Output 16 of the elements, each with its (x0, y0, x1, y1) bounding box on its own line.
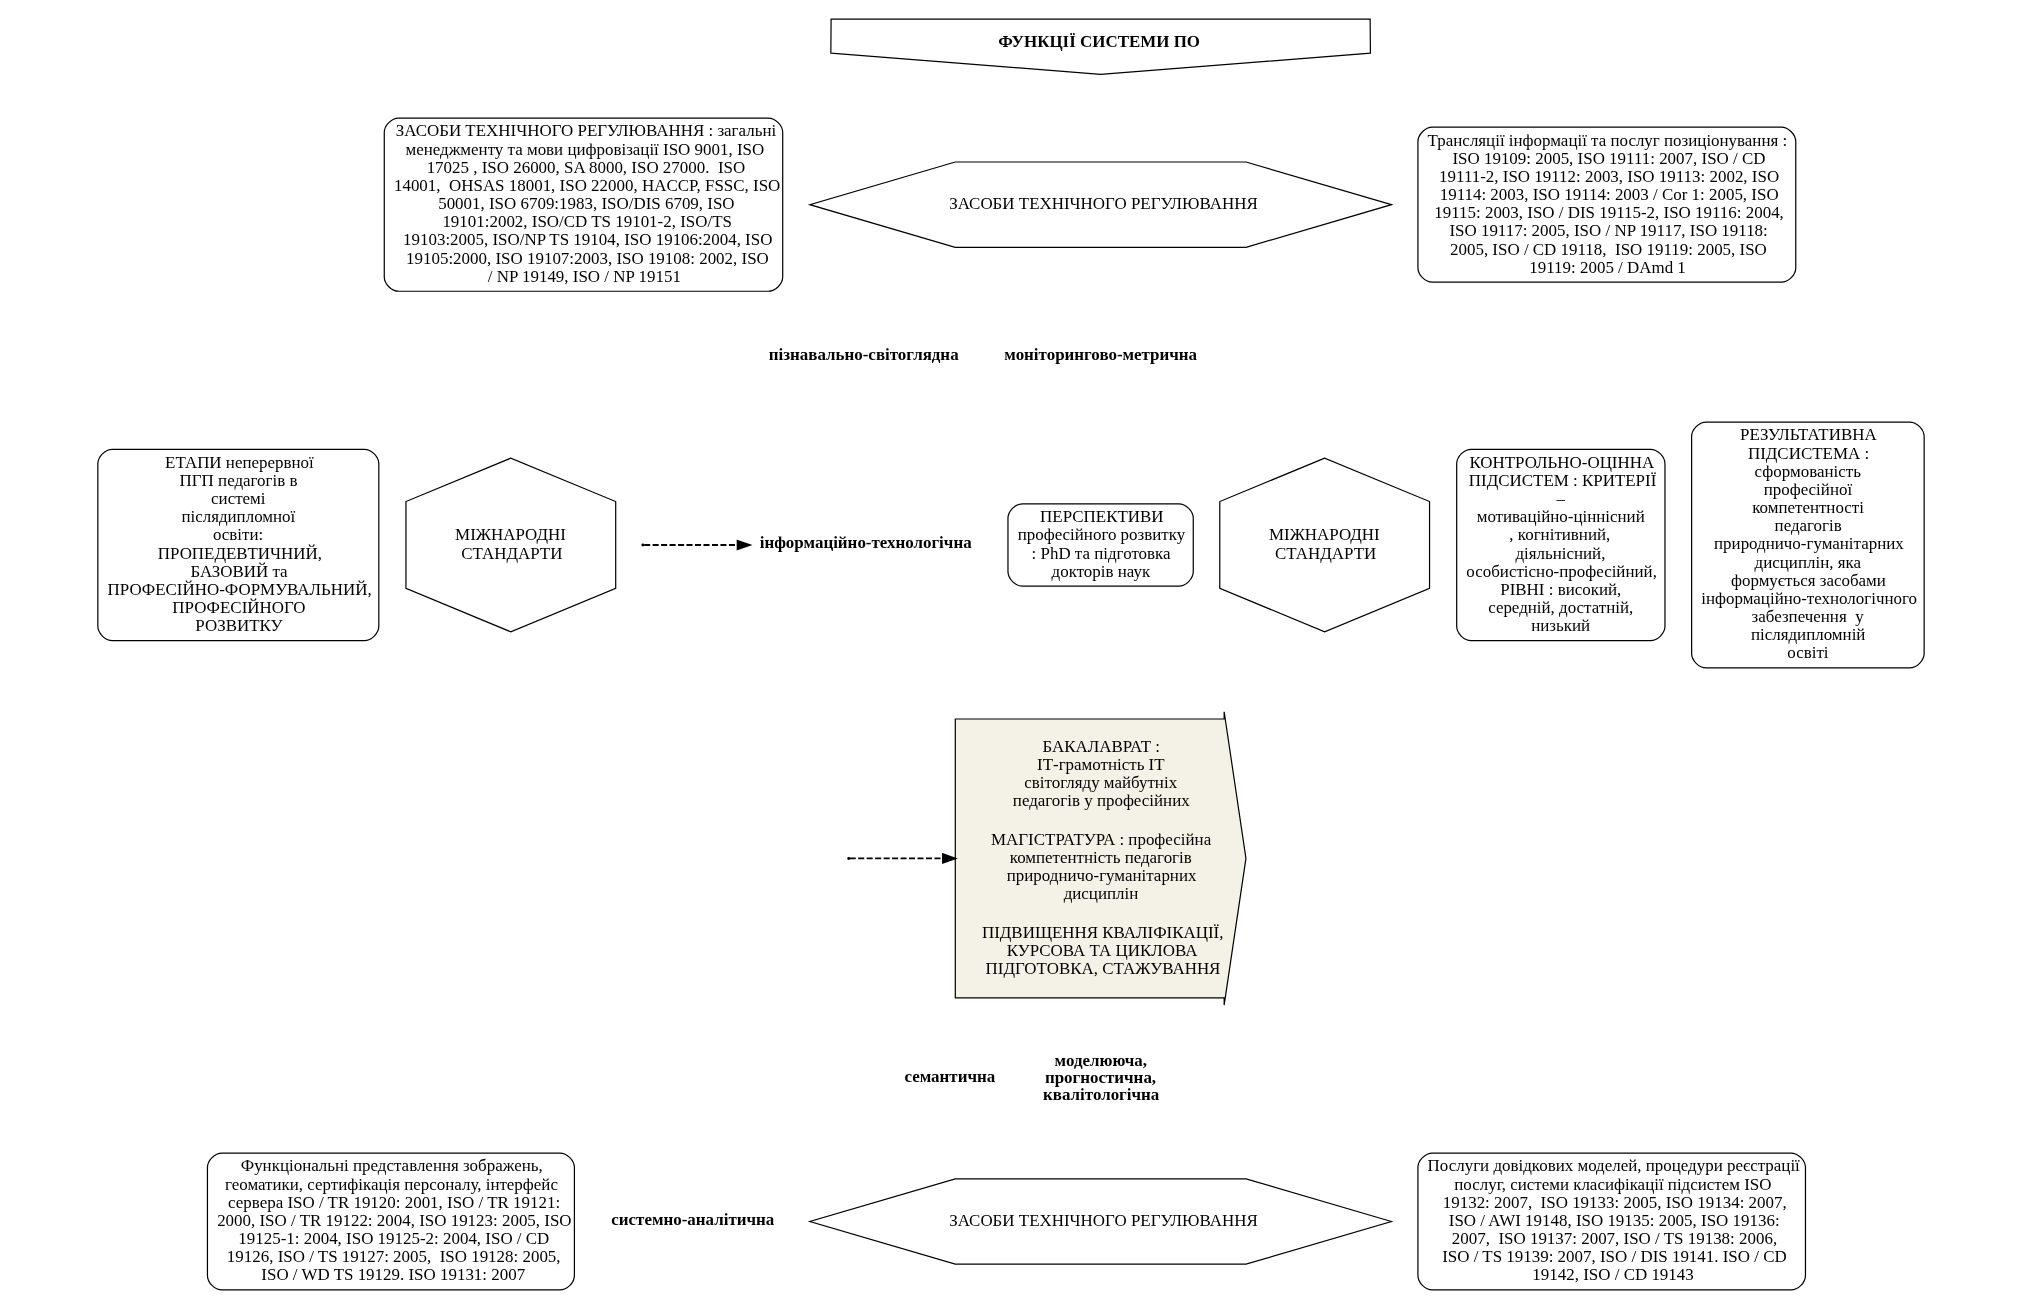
node-box: ПЕРСПЕКТИВИ професійного розвитку : PhD та підготовка докторів наук (1007, 503, 1194, 587)
node-box: ЕТАПИ неперервної ПГП педагогів в системі післядипломної освіти: ПРОПЕДЕВТИЧНИЙ, БАЗОВИЙ та ПРОФЕСІЙНО-ФОРМУВАЛЬНИЙ, ПРОФЕСІЙНОГО РОЗВИТКУ (97, 448, 380, 642)
label: моніторингово-метрична (1004, 344, 1198, 364)
label: семантична (904, 1067, 996, 1087)
label: моделююча, прогностична, квалітологічна (1043, 1051, 1160, 1105)
label: пізнавально-світоглядна (768, 344, 959, 364)
node-box: Трансляції інформації та послуг позиціонування : ISO 19109: 2005, ISO 19111: 2007, ISO / CD 19111-2, ISO 19112: 2003, ISO 19113: 2002, ISO 19114: 2003, ISO 19114: 2003 / Cor 1: 2005, ISO 19115: 2003, ISO / DIS 19115-2, ISO 19116: 2004, ISO 19117: 2005, ISO / NP 19117, ISO 19118: 2005, ISO / CD 19118, ISO 19119: 2005, ISO 19119: 2005 / DAmd 1 (1417, 126, 1797, 283)
node-box: Послуги довідкових моделей, процедури реєстрації послуг, системи класифікації підсистем ISO 19132: 2007, ISO 19133: 2005, ISO 19134: 2007, ISO / AWI 19148, ISO 19135: 2005, ISO 19136: 2007, ISO 19137: 2007, ISO / TS 19138: 2006, ISO / TS 19139: 2007, ISO / DIS 19141. ISO / CD 19142, ISO / CD 19143 (1417, 1152, 1807, 1291)
node-box: КОНТРОЛЬНО-ОЦІННА ПІДСИСТЕМ : КРИТЕРІЇ – мотиваційно-ціннісний , когнітивний, діяльнісний, особистісно-професійний, РІВНІ : високий, середній, достатній, низький (1456, 448, 1666, 642)
node-box: РЕЗУЛЬТАТИВНА ПІДСИСТЕМА : сформованість професійної компетентності педагогів природничо-гуманітарних дисциплін, яка формується засобами інформаційно-технологічного забезпечення у післядипломній освіті (1691, 421, 1925, 669)
node-box: Функціональні представлення зображень, геоматики, сертифікація персоналу, інтерфейс сервера ISO / TR 19120: 2001, ISO / TR 19121: 2000, ISO / TR 19122: 2004, ISO 19123: 2005, ISO 19125-1: 2004, ISO 19125-2: 2004, ISO / CD 19126, ISO / TS 19127: 2005, ISO 19128: 2005, ISO / WD TS 19129. ISO 19131: 2007 (206, 1152, 575, 1291)
node-text: інформаційно-технологічна (759, 533, 972, 553)
arrow (643, 539, 753, 551)
node-box: ЗАСОБИ ТЕХНІЧНОГО РЕГУЛЮВАННЯ : загальні менеджменту та мови цифровізації ISO 9001, ISO 17025 , ISO 26000, SA 8000, ISO 27000. ISO 14001, OHSAS 18001, ISO 22000, HACCP, FSSC, ISO 50001, ISO 6709:1983, ISO/DIS 6709, ISO 19101:2002, ISO/CD TS 19101-2, ISO/TS 19103:2005, ISO/NP TS 19104, ISO 19106:2004, ISO 19105:2000, ISO 19107:2003, ISO 19108: 2002, ISO / NP 19149, ISO / NP 19151 (383, 117, 784, 292)
label: системно-аналітична (611, 1209, 775, 1229)
arrow (848, 852, 958, 864)
